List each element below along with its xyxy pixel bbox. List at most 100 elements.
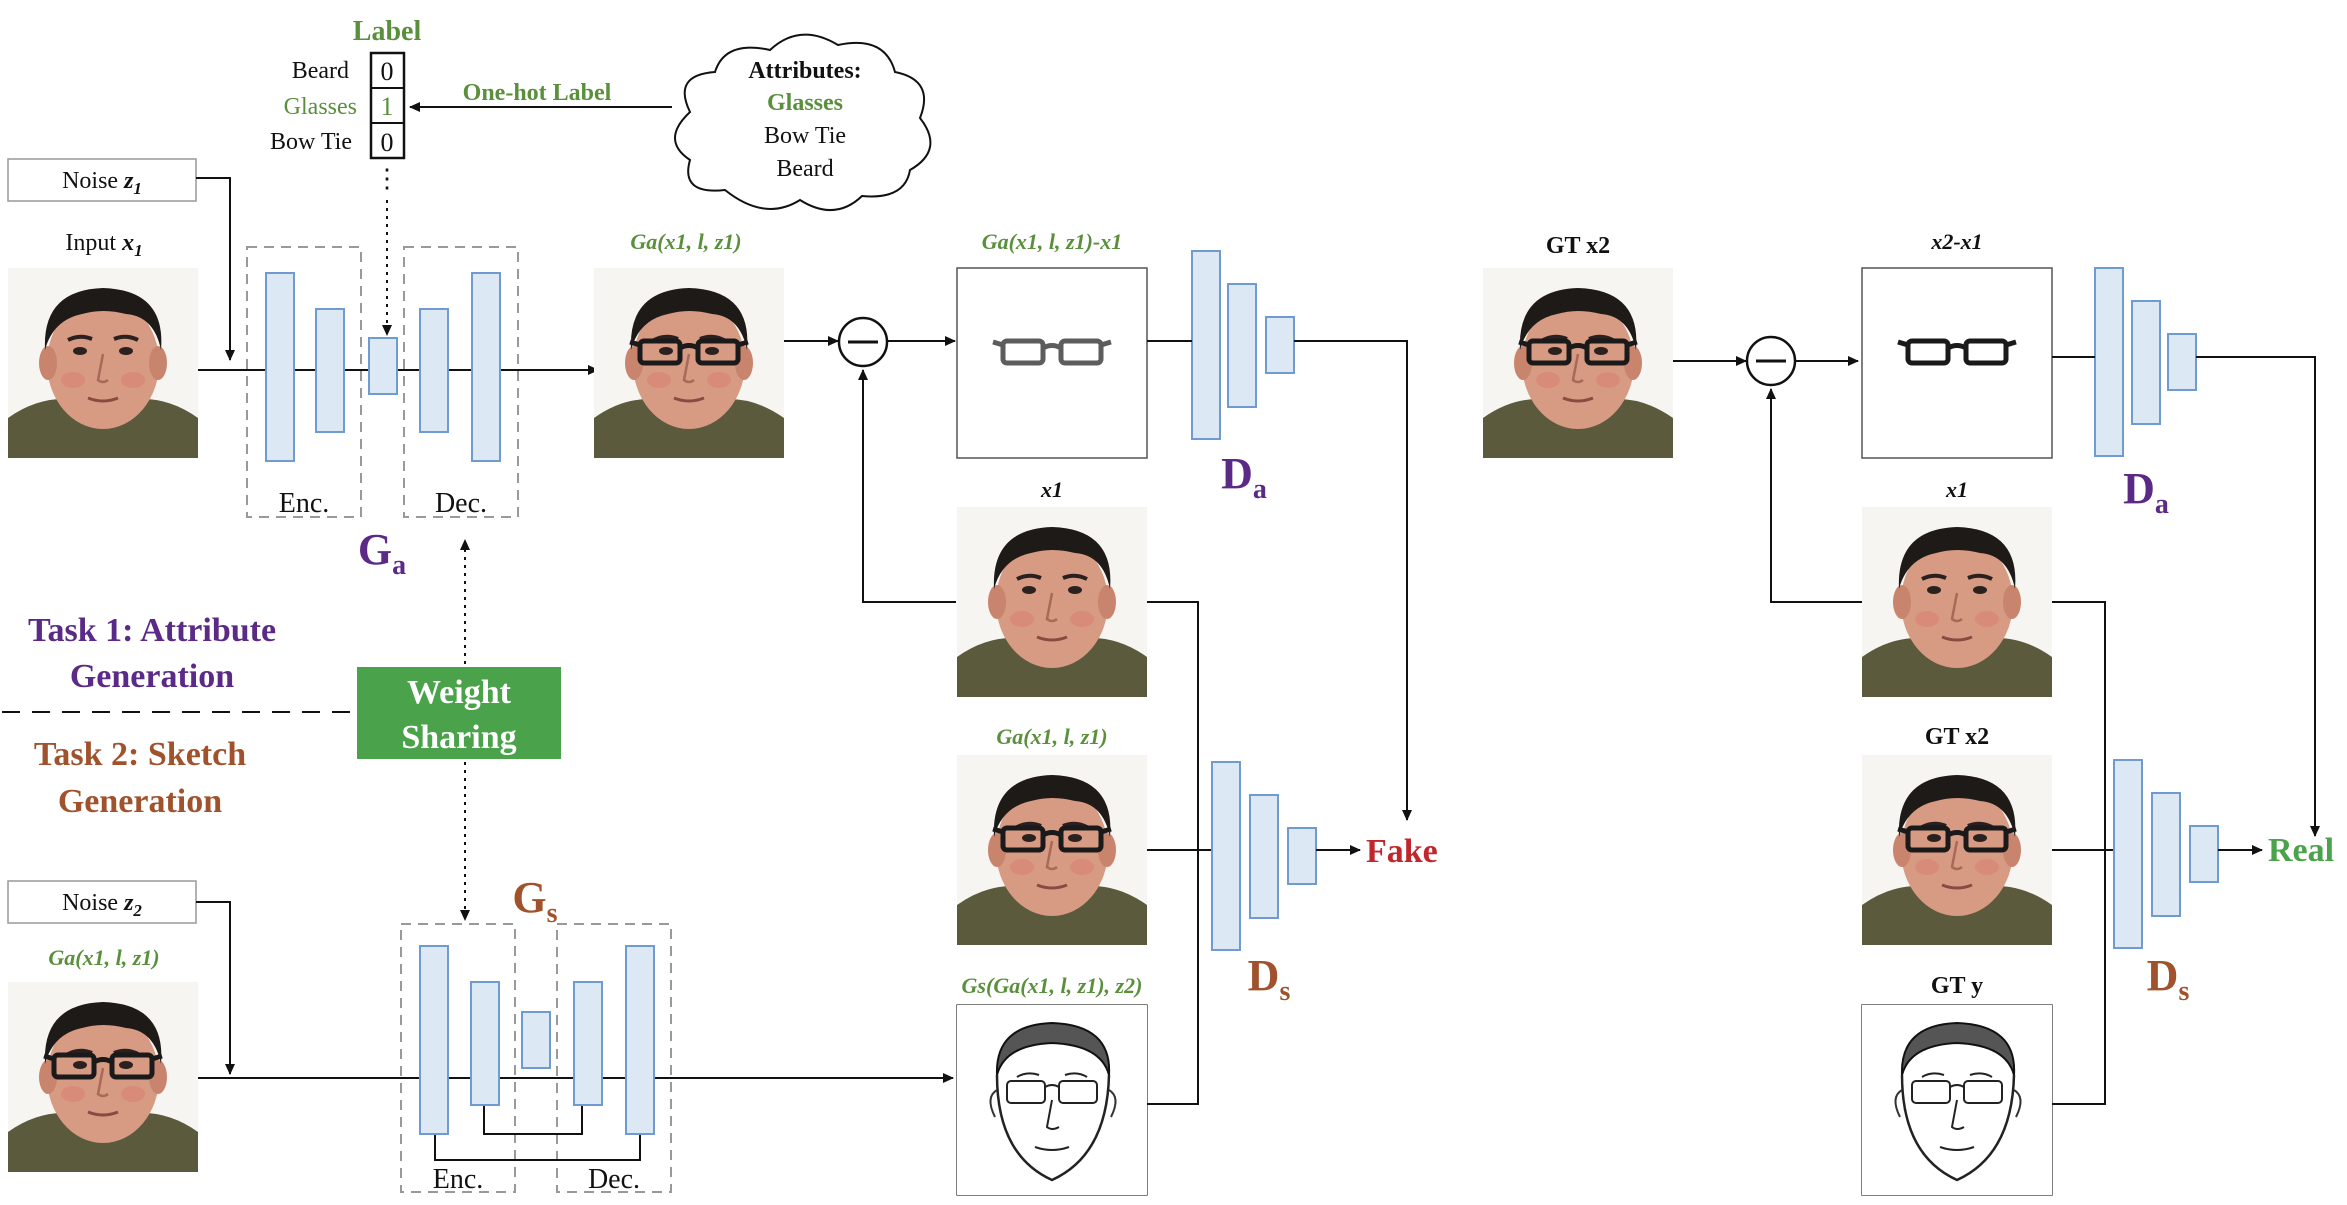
ga-dec-layer-2 bbox=[471, 272, 501, 462]
sketch-to-ds-line bbox=[1147, 850, 1199, 1105]
noise-z2-box bbox=[7, 880, 197, 924]
label-ellipsis: ⋮ bbox=[374, 164, 400, 193]
subtract-op-icon-right bbox=[1745, 335, 1797, 387]
ga-output-caption-2: Ga(x1, l, z1) bbox=[996, 724, 1107, 749]
da-right-layers bbox=[2094, 267, 2197, 457]
x2-minus-x1-frame bbox=[1861, 267, 2053, 459]
gs-layers bbox=[419, 945, 655, 1135]
gt-x2-face-image-top bbox=[1483, 268, 1673, 458]
gs-input-face-image bbox=[8, 982, 198, 1172]
one-hot-label: One-hot Label bbox=[463, 80, 612, 106]
one-hot-vector bbox=[369, 51, 406, 160]
ga-output-face-image bbox=[594, 268, 784, 458]
gs-dec-layer-1 bbox=[573, 981, 603, 1106]
attribute-glasses: Glasses bbox=[767, 90, 843, 116]
label-row-beard: Beard bbox=[292, 58, 349, 84]
ga-decoder-frame bbox=[403, 246, 519, 518]
gs-enc-layer-1 bbox=[419, 945, 449, 1135]
weight-sharing-line1: Weight bbox=[407, 674, 512, 711]
da-right-symbol: Da bbox=[2123, 464, 2169, 520]
ds-right-layer-2 bbox=[2151, 792, 2181, 917]
ga-dec-label: Dec. bbox=[435, 488, 487, 519]
ga-layers bbox=[265, 272, 501, 462]
diff-caption: Ga(x1, l, z1)-x1 bbox=[982, 229, 1123, 254]
da-to-fake-arrow bbox=[1294, 340, 1412, 821]
da-right-layer-3 bbox=[2167, 333, 2197, 391]
diff-image-frame bbox=[956, 267, 1148, 459]
x2-minus-x1-caption: x2-x1 bbox=[1930, 229, 1982, 254]
label-value-bowtie: 0 bbox=[381, 128, 394, 157]
gs-enc-label: Enc. bbox=[433, 1164, 484, 1195]
ds-right-symbol: Ds bbox=[2147, 951, 2190, 1007]
x1-caption-left: x1 bbox=[1040, 477, 1063, 502]
ds-right-layers bbox=[2113, 759, 2219, 949]
ds-left-layers bbox=[1211, 761, 1317, 951]
da-left-layer-1 bbox=[1191, 250, 1221, 440]
noise-z1-label: Noise z1 bbox=[62, 168, 142, 198]
weight-sharing-line2: Sharing bbox=[401, 719, 516, 756]
gt-x2-face-image-mid bbox=[1862, 755, 2052, 945]
fake-label: Fake bbox=[1366, 833, 1438, 870]
x1-face-image-left bbox=[957, 507, 1147, 697]
label-value-glasses: 1 bbox=[381, 92, 394, 121]
attributes-cloud-icon bbox=[674, 33, 932, 212]
da-left-layer-3 bbox=[1265, 316, 1295, 374]
noise-z1-arrow bbox=[196, 177, 235, 361]
x1-to-ds-line-right bbox=[2052, 601, 2106, 850]
ga-enc-layer-2 bbox=[315, 308, 345, 433]
da-to-real-arrow bbox=[2196, 356, 2320, 837]
gt-x2-caption-mid: GT x2 bbox=[1925, 724, 1989, 750]
gs-dec-label: Dec. bbox=[588, 1164, 640, 1195]
x1-to-minus-arrow bbox=[858, 369, 956, 603]
da-left-layers bbox=[1191, 250, 1295, 440]
ds-left-symbol: Ds bbox=[1248, 951, 1291, 1007]
label-value-beard: 0 bbox=[381, 57, 394, 86]
gs-skip-connection-outer bbox=[434, 1134, 641, 1161]
gs-input-caption: Ga(x1, l, z1) bbox=[48, 945, 159, 970]
da-left-layer-2 bbox=[1227, 283, 1257, 408]
gs-symbol: Gs bbox=[512, 873, 557, 929]
label-title: Label bbox=[353, 16, 422, 47]
gs-sketch-image bbox=[957, 1005, 1147, 1195]
input-face-image bbox=[8, 268, 198, 458]
da-right-layer-2 bbox=[2131, 300, 2161, 425]
attribute-beard: Beard bbox=[776, 156, 833, 182]
gs-decoder-frame bbox=[556, 923, 672, 1193]
x1-to-minus-arrow-right bbox=[1766, 388, 1862, 603]
ga-enc-label: Enc. bbox=[279, 488, 330, 519]
gs-output-caption: Gs(Ga(x1, l, z1), z2) bbox=[962, 973, 1143, 998]
da-right-layer-1 bbox=[2094, 267, 2124, 457]
ga-encoder-frame bbox=[246, 246, 362, 518]
ds-right-layer-1 bbox=[2113, 759, 2143, 949]
attribute-bowtie: Bow Tie bbox=[764, 123, 846, 149]
ga-enc-layer-1 bbox=[265, 272, 295, 462]
task1-title-line1: Task 1: Attribute bbox=[28, 612, 276, 649]
label-row-bowtie: Bow Tie bbox=[270, 129, 352, 155]
ga-output-caption: Ga(x1, l, z1) bbox=[630, 229, 741, 254]
da-left-symbol: Da bbox=[1221, 449, 1267, 505]
gs-latent-layer bbox=[521, 1011, 551, 1069]
ga-symbol: Ga bbox=[358, 525, 406, 581]
task2-title-line1: Task 2: Sketch bbox=[34, 736, 246, 773]
label-row-glasses: Glasses bbox=[284, 94, 357, 120]
gs-dec-layer-2 bbox=[625, 945, 655, 1135]
input-x1-caption: Input x1 bbox=[65, 230, 142, 260]
noise-z1-box bbox=[7, 158, 197, 202]
noise-z2-arrow bbox=[196, 901, 235, 1075]
ga-face-image-mid bbox=[957, 755, 1147, 945]
gs-enc-layer-2 bbox=[470, 981, 500, 1106]
ga-dec-layer-1 bbox=[419, 308, 449, 433]
ds-left-layer-2 bbox=[1249, 794, 1279, 919]
ds-left-layer-3 bbox=[1287, 827, 1317, 885]
task2-title-line2: Generation bbox=[58, 783, 222, 820]
ga-latent-layer bbox=[368, 337, 398, 395]
gt-y-to-ds-line bbox=[2052, 850, 2106, 1105]
ds-left-layer-1 bbox=[1211, 761, 1241, 951]
x1-caption-right: x1 bbox=[1945, 477, 1968, 502]
task1-title-line2: Generation bbox=[70, 658, 234, 695]
weight-sharing-box bbox=[357, 667, 561, 759]
gt-x2-caption-top: GT x2 bbox=[1546, 233, 1610, 259]
gs-encoder-frame bbox=[400, 923, 516, 1193]
x1-face-image-right bbox=[1862, 507, 2052, 697]
